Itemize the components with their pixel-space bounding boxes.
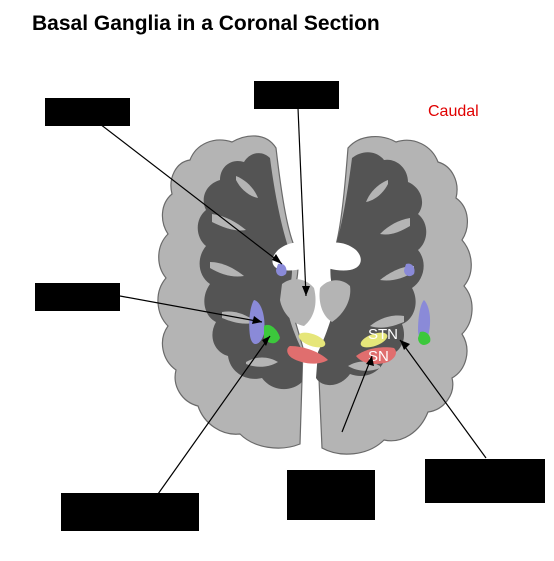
right-globus-pallidus [418, 331, 431, 345]
left-subthalamic-nucleus [298, 332, 326, 348]
right-putamen [418, 300, 431, 341]
right-substantia-nigra [356, 347, 396, 364]
label-mask-box-1 [45, 98, 130, 126]
arrowhead-4 [262, 336, 270, 346]
arrowhead-3 [252, 316, 262, 324]
left-caudate [276, 263, 287, 277]
label-mask-box-3 [35, 283, 120, 311]
arrowhead-1 [272, 254, 282, 264]
left-substantia-nigra [287, 346, 328, 364]
arrowhead-2 [302, 286, 310, 296]
right-thalamus [319, 280, 351, 322]
right-subthalamic-nucleus [360, 332, 388, 348]
diagram-title: Basal Ganglia in a Coronal Section [32, 12, 380, 35]
right-caudate [404, 263, 415, 277]
orientation-label: Caudal [428, 103, 479, 120]
stn-label: STN [368, 326, 398, 343]
right-white-matter [316, 152, 427, 386]
label-mask-box-5 [287, 470, 375, 520]
label-mask-box-2 [254, 81, 339, 109]
arrowhead-5 [366, 356, 374, 366]
leader-line-4 [157, 335, 271, 495]
leader-line-1 [99, 123, 283, 265]
leader-line-2 [297, 107, 307, 297]
sn-label: SN [368, 348, 389, 365]
arrowhead-6 [400, 340, 410, 350]
leader-line-6 [399, 339, 487, 459]
leader-line-3 [119, 295, 263, 323]
label-mask-box-4 [61, 493, 199, 531]
leader-lines [99, 107, 487, 495]
arrowheads [252, 254, 410, 366]
leader-line-5 [341, 355, 373, 433]
label-mask-box-6 [425, 459, 545, 503]
lateral-ventricles [272, 242, 361, 271]
